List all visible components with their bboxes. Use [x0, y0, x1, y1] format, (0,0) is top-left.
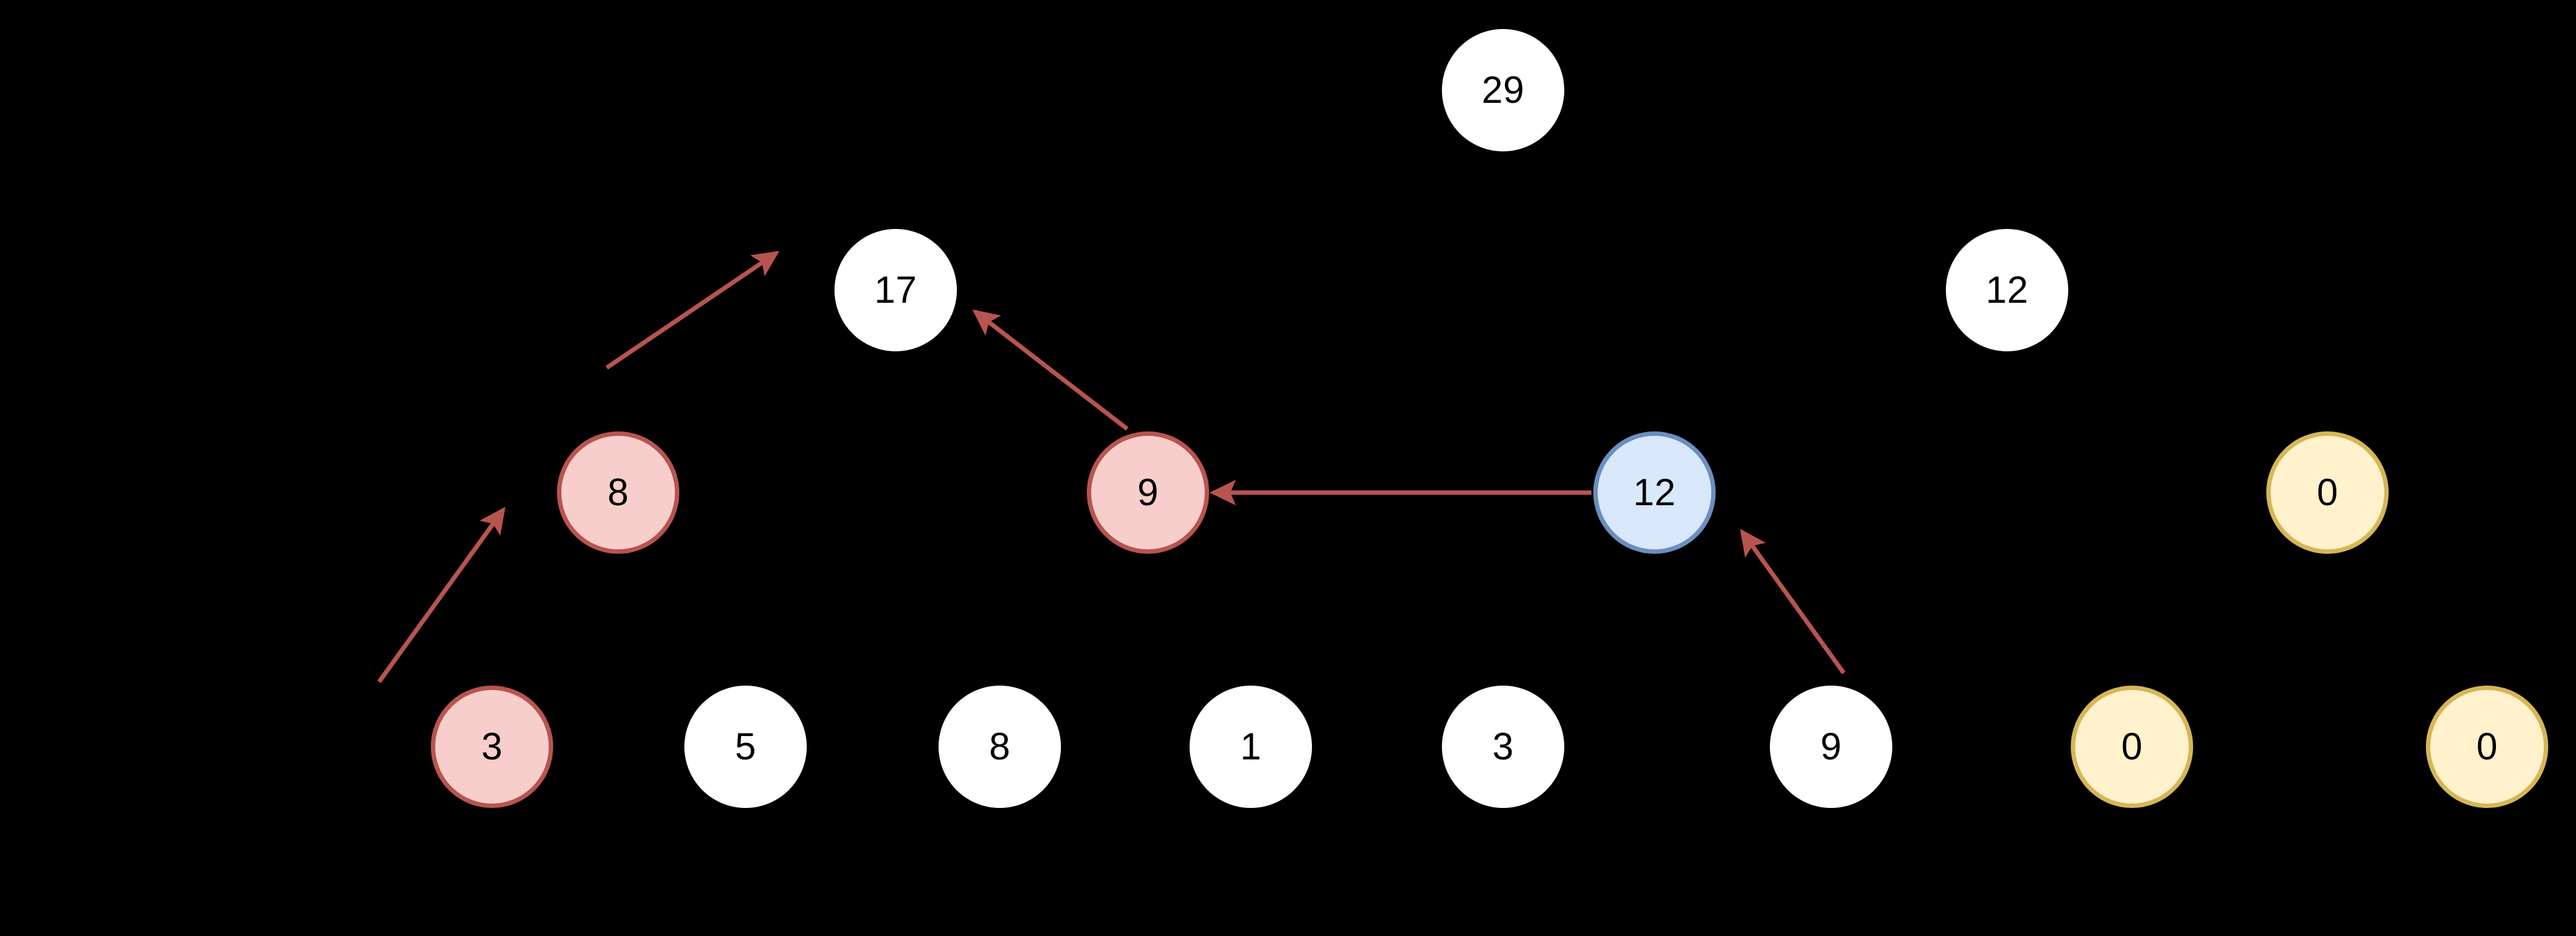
graph-node[interactable]: 17: [834, 229, 957, 351]
graph-node[interactable]: 8: [557, 431, 679, 554]
graph-node[interactable]: 1: [1190, 686, 1312, 808]
graph-node[interactable]: 5: [684, 686, 807, 808]
graph-node[interactable]: 3: [1442, 686, 1564, 808]
node-label: 12: [1986, 269, 2029, 311]
node-label: 9: [1137, 471, 1159, 513]
node-label: 17: [874, 269, 917, 311]
graph-node[interactable]: 12: [1593, 431, 1716, 554]
node-label: 0: [2476, 725, 2498, 768]
graph-node[interactable]: 0: [2266, 431, 2389, 554]
graph-node[interactable]: 29: [1442, 29, 1564, 151]
edge-arrow: [606, 250, 780, 370]
graph-node[interactable]: 0: [2071, 686, 2193, 808]
edge-arrow: [972, 309, 1129, 431]
node-label: 0: [2121, 725, 2143, 768]
node-label: 9: [1820, 725, 1842, 768]
node-label: 5: [735, 725, 756, 768]
node-label: 8: [989, 725, 1010, 768]
node-label: 0: [2317, 471, 2338, 513]
node-label: 8: [607, 471, 629, 513]
graph-node[interactable]: 9: [1087, 431, 1209, 554]
graph-node[interactable]: 3: [431, 686, 553, 808]
node-label: 12: [1633, 471, 1676, 513]
graph-node[interactable]: 9: [1770, 686, 1892, 808]
edge-arrow: [1740, 529, 1846, 675]
graph-node[interactable]: 8: [939, 686, 1061, 808]
node-label: 3: [1492, 725, 1514, 768]
node-label: 1: [1240, 725, 1262, 768]
node-label: 3: [481, 725, 503, 768]
graph-node[interactable]: 12: [1946, 229, 2068, 351]
node-label: 29: [1482, 69, 1525, 111]
edge-arrow: [377, 506, 506, 684]
graph-node[interactable]: 0: [2426, 686, 2548, 808]
